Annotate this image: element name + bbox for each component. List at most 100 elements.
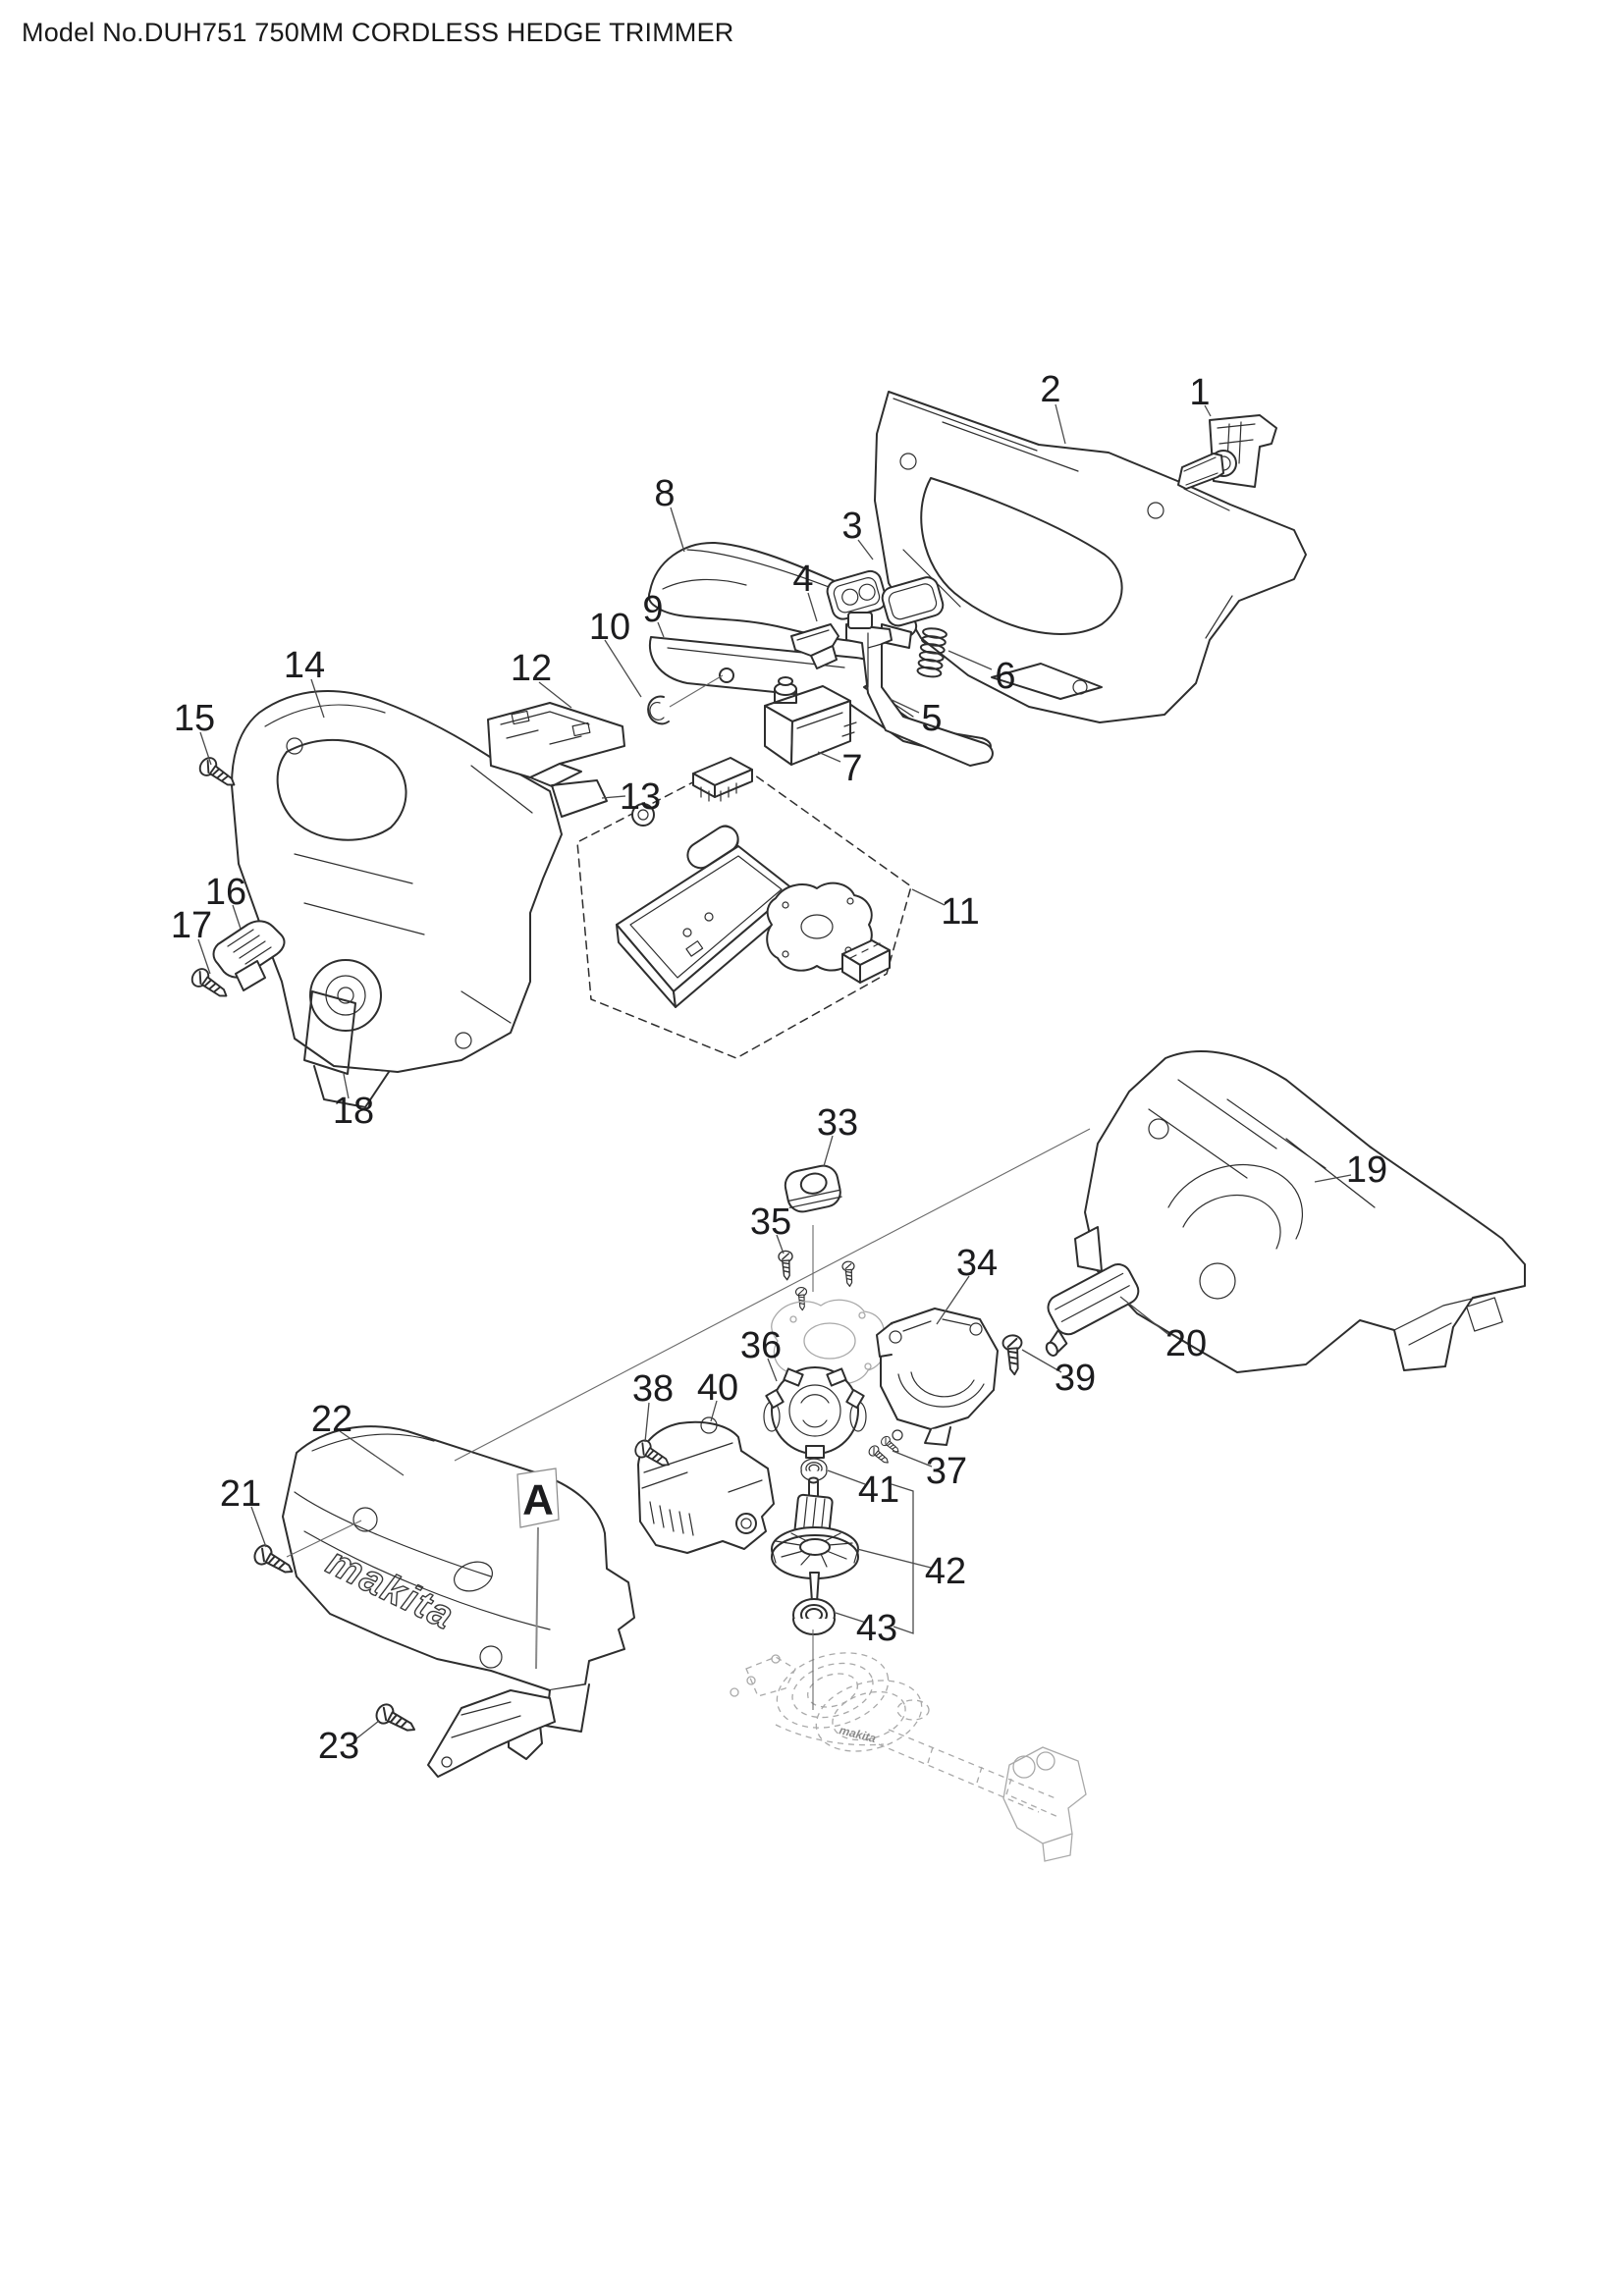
part-37-screws	[866, 1429, 903, 1468]
part-label-36: 36	[740, 1325, 782, 1366]
part-23-screw	[372, 1700, 420, 1739]
part-34-brush-holder	[876, 1308, 999, 1446]
leader-line-42	[856, 1548, 932, 1569]
view-marker-letter: A	[522, 1476, 554, 1524]
leader-line-5	[889, 698, 920, 714]
leader-line-12	[538, 681, 572, 709]
part-20-chip-guard	[1045, 1263, 1140, 1357]
leader-line-6	[947, 650, 993, 670]
part-label-38: 38	[632, 1368, 674, 1410]
part-4-clip	[790, 623, 839, 669]
leader-line-19	[1314, 1174, 1352, 1183]
part-36-stator	[763, 1366, 867, 1459]
part-label-43: 43	[856, 1608, 897, 1649]
group-bracket-41-43	[891, 1483, 914, 1634]
part-5-switch-arm	[845, 612, 994, 767]
part-label-18: 18	[333, 1091, 374, 1132]
part-16-slide-knob	[212, 920, 286, 991]
part-label-39: 39	[1055, 1358, 1096, 1399]
part-6-spring	[916, 627, 947, 678]
part-10-ring	[647, 695, 670, 725]
leader-line-2	[1055, 403, 1066, 445]
part-label-15: 15	[174, 698, 215, 739]
part-label-19: 19	[1346, 1149, 1387, 1191]
part-label-11: 11	[941, 891, 979, 933]
leader-line-16	[232, 904, 242, 930]
leader-line-36	[767, 1358, 778, 1382]
leader-line-40	[710, 1400, 718, 1422]
part-label-34: 34	[956, 1243, 998, 1284]
leader-line-9	[657, 621, 665, 638]
relation-line-2	[286, 1520, 362, 1558]
ghost-blade-assembly: makita	[730, 1652, 1087, 1862]
leader-line-35	[776, 1234, 785, 1255]
leader-line-34	[936, 1275, 970, 1325]
view-marker-line	[535, 1526, 539, 1670]
relation-line-0	[454, 1128, 1091, 1462]
part-label-13: 13	[620, 776, 661, 818]
part-1-lock-lever	[1177, 414, 1277, 490]
leader-line-21	[250, 1506, 267, 1548]
part-13-label	[551, 779, 608, 818]
part-label-41: 41	[858, 1469, 899, 1511]
part-label-23: 23	[318, 1726, 359, 1767]
part-18-label	[303, 990, 356, 1075]
part-39-screw	[1001, 1333, 1025, 1376]
part-label-35: 35	[750, 1201, 791, 1243]
part-label-20: 20	[1165, 1323, 1207, 1364]
part-33-grommet	[784, 1164, 842, 1213]
leader-line-11	[911, 888, 946, 906]
page-title: Model No.DUH751 750MM CORDLESS HEDGE TRI…	[22, 18, 734, 47]
leader-line-22	[339, 1430, 405, 1476]
part-label-2: 2	[1040, 369, 1060, 410]
svg-text:makita: makita	[838, 1723, 878, 1745]
part-label-22: 22	[311, 1399, 352, 1440]
part-label-40: 40	[697, 1367, 738, 1409]
leader-line-17	[197, 938, 211, 975]
part-3-switch-buttons	[826, 569, 945, 627]
leader-line-1	[1204, 404, 1212, 417]
leader-line-13	[601, 795, 626, 799]
leader-line-7	[817, 751, 841, 763]
part-11-controller-unit	[576, 757, 912, 1059]
part-12-terminal-block	[487, 702, 625, 787]
part-42-armature	[771, 1476, 859, 1603]
leader-line-41	[827, 1469, 866, 1485]
part-label-21: 21	[220, 1473, 261, 1515]
part-label-8: 8	[654, 473, 675, 514]
leader-line-23	[354, 1720, 380, 1740]
part-label-14: 14	[284, 645, 325, 686]
part-label-1: 1	[1189, 372, 1210, 413]
view-marker-box	[516, 1468, 560, 1528]
part-label-7: 7	[841, 748, 862, 789]
part-label-5: 5	[921, 698, 942, 739]
leader-line-20	[1119, 1296, 1171, 1337]
part-label-37: 37	[926, 1451, 967, 1492]
part-label-42: 42	[925, 1551, 966, 1592]
leader-line-39	[1021, 1349, 1062, 1373]
part-19-gear-housing	[1074, 1050, 1526, 1373]
part-22-motor-housing: makita	[282, 1425, 635, 1760]
part-label-9: 9	[642, 589, 663, 630]
leader-line-10	[604, 639, 642, 698]
leader-line-33	[823, 1135, 834, 1167]
leader-line-14	[310, 678, 325, 719]
leader-line-37	[892, 1450, 933, 1468]
leader-line-3	[857, 539, 874, 561]
part-label-10: 10	[589, 607, 630, 648]
leader-line-8	[670, 507, 685, 553]
relation-line-1	[669, 674, 724, 708]
part-label-12: 12	[511, 648, 552, 689]
part-label-3: 3	[841, 506, 862, 547]
leader-line-38	[644, 1402, 650, 1443]
leader-line-15	[199, 731, 212, 766]
part-label-17: 17	[171, 905, 212, 946]
part-43-bearing	[792, 1598, 836, 1635]
part-label-33: 33	[817, 1102, 858, 1144]
part-14-handle-housing-left	[231, 690, 563, 1108]
leader-line-4	[807, 592, 818, 622]
part-23-guide-piece	[427, 1689, 556, 1778]
part-label-16: 16	[205, 872, 246, 913]
